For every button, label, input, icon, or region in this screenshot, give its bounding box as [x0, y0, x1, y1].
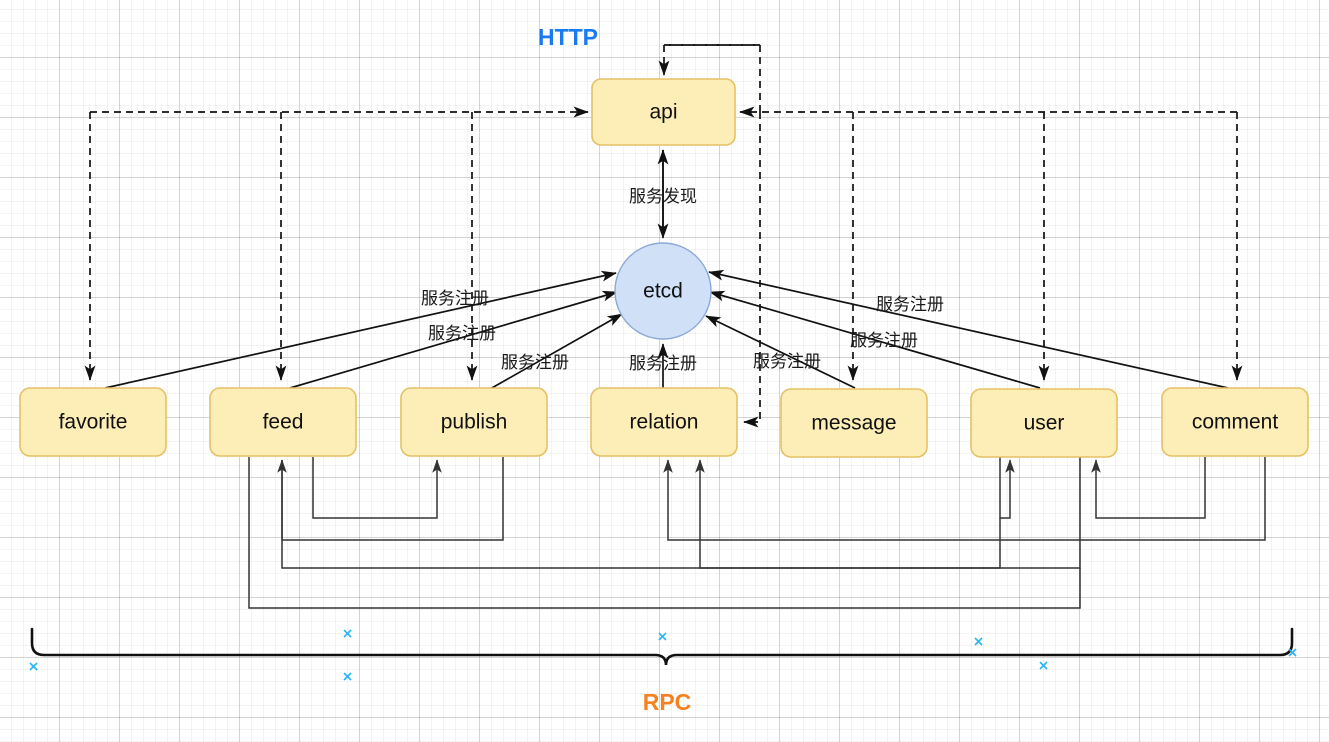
handle-x-1[interactable] [29, 662, 38, 671]
service-user-shape[interactable] [970, 388, 1118, 458]
rpc-brace [30, 627, 1294, 666]
edge-label-register-favorite: 服务注册 [421, 289, 489, 309]
edge-label-register-publish: 服务注册 [501, 353, 569, 373]
service-feed-shape[interactable] [209, 387, 357, 457]
selection-handles[interactable] [29, 629, 1297, 681]
handle-x-6[interactable] [1039, 661, 1048, 670]
http-edges [84, 44, 1243, 428]
service-message-label: message [811, 412, 896, 435]
service-publish-shape[interactable] [400, 387, 548, 457]
edge-label-register-message: 服务注册 [753, 352, 821, 372]
service-relation-label: relation [630, 411, 699, 434]
service-relation-shape[interactable] [590, 387, 738, 457]
rpc-edge-feed-publish [312, 457, 442, 519]
service-message-shape[interactable] [780, 388, 928, 458]
handle-x-4[interactable] [658, 632, 667, 641]
service-user-label: user [1024, 412, 1065, 435]
rpc-edge-user-a [999, 457, 1015, 519]
node-api-shape[interactable] [591, 78, 736, 146]
service-feed-label: feed [263, 411, 304, 434]
rpc-group-label: RPC [643, 689, 692, 715]
edge-label-register-user: 服务注册 [850, 331, 918, 351]
edge-label-register-comment: 服务注册 [876, 295, 944, 315]
node-etcd[interactable]: etcd [614, 242, 712, 340]
edge-label-service-discovery: 服务发现 [629, 187, 697, 207]
service-node-feed[interactable]: feed [209, 387, 357, 457]
edge-message-to-etcd [705, 315, 856, 389]
node-etcd-label: etcd [643, 280, 683, 303]
edge-user-to-etcd [709, 290, 1041, 389]
service-node-relation[interactable]: relation [590, 387, 738, 457]
handle-x-3[interactable] [343, 672, 352, 681]
edge-publish-to-etcd [482, 313, 623, 394]
service-publish-label: publish [441, 411, 508, 434]
node-api-label: api [649, 101, 677, 124]
handle-x-2[interactable] [343, 629, 352, 638]
service-comment-shape[interactable] [1161, 387, 1309, 457]
rpc-edges [248, 457, 1266, 609]
handle-x-5[interactable] [974, 637, 983, 646]
edge-feed-to-etcd [289, 290, 618, 389]
rpc-brace-path [30, 627, 1294, 666]
rpc-edge-user-relation [695, 457, 1081, 569]
rpc-edge-publish-feed [277, 457, 504, 541]
edge-comment-to-etcd [708, 269, 1229, 389]
node-api[interactable]: api [591, 78, 736, 146]
service-favorite-shape[interactable] [19, 387, 167, 457]
handle-x-7[interactable] [1288, 648, 1297, 657]
edge-favorite-to-etcd [104, 270, 617, 389]
rpc-edge-long-a [281, 460, 1001, 569]
http-group-label: HTTP [538, 24, 598, 50]
edge-label-register-relation: 服务注册 [629, 354, 697, 374]
edge-label-register-feed: 服务注册 [428, 324, 496, 344]
rpc-edge-comment-relation [663, 457, 1266, 541]
service-node-publish[interactable]: publish [400, 387, 548, 457]
http-edge-to-relation [743, 112, 761, 428]
service-node-favorite[interactable]: favorite [19, 387, 167, 457]
rpc-edge-comment-user [1091, 457, 1206, 519]
service-favorite-label: favorite [59, 411, 128, 434]
rpc-edge-long-b [248, 457, 1081, 609]
service-node-message[interactable]: message [780, 388, 928, 458]
service-node-user[interactable]: user [970, 388, 1118, 458]
service-node-comment[interactable]: comment [1161, 387, 1309, 457]
http-edge-api-top-in [658, 44, 760, 76]
service-comment-label: comment [1192, 411, 1279, 434]
node-etcd-shape[interactable] [614, 242, 712, 340]
registration-edges [104, 269, 1229, 394]
